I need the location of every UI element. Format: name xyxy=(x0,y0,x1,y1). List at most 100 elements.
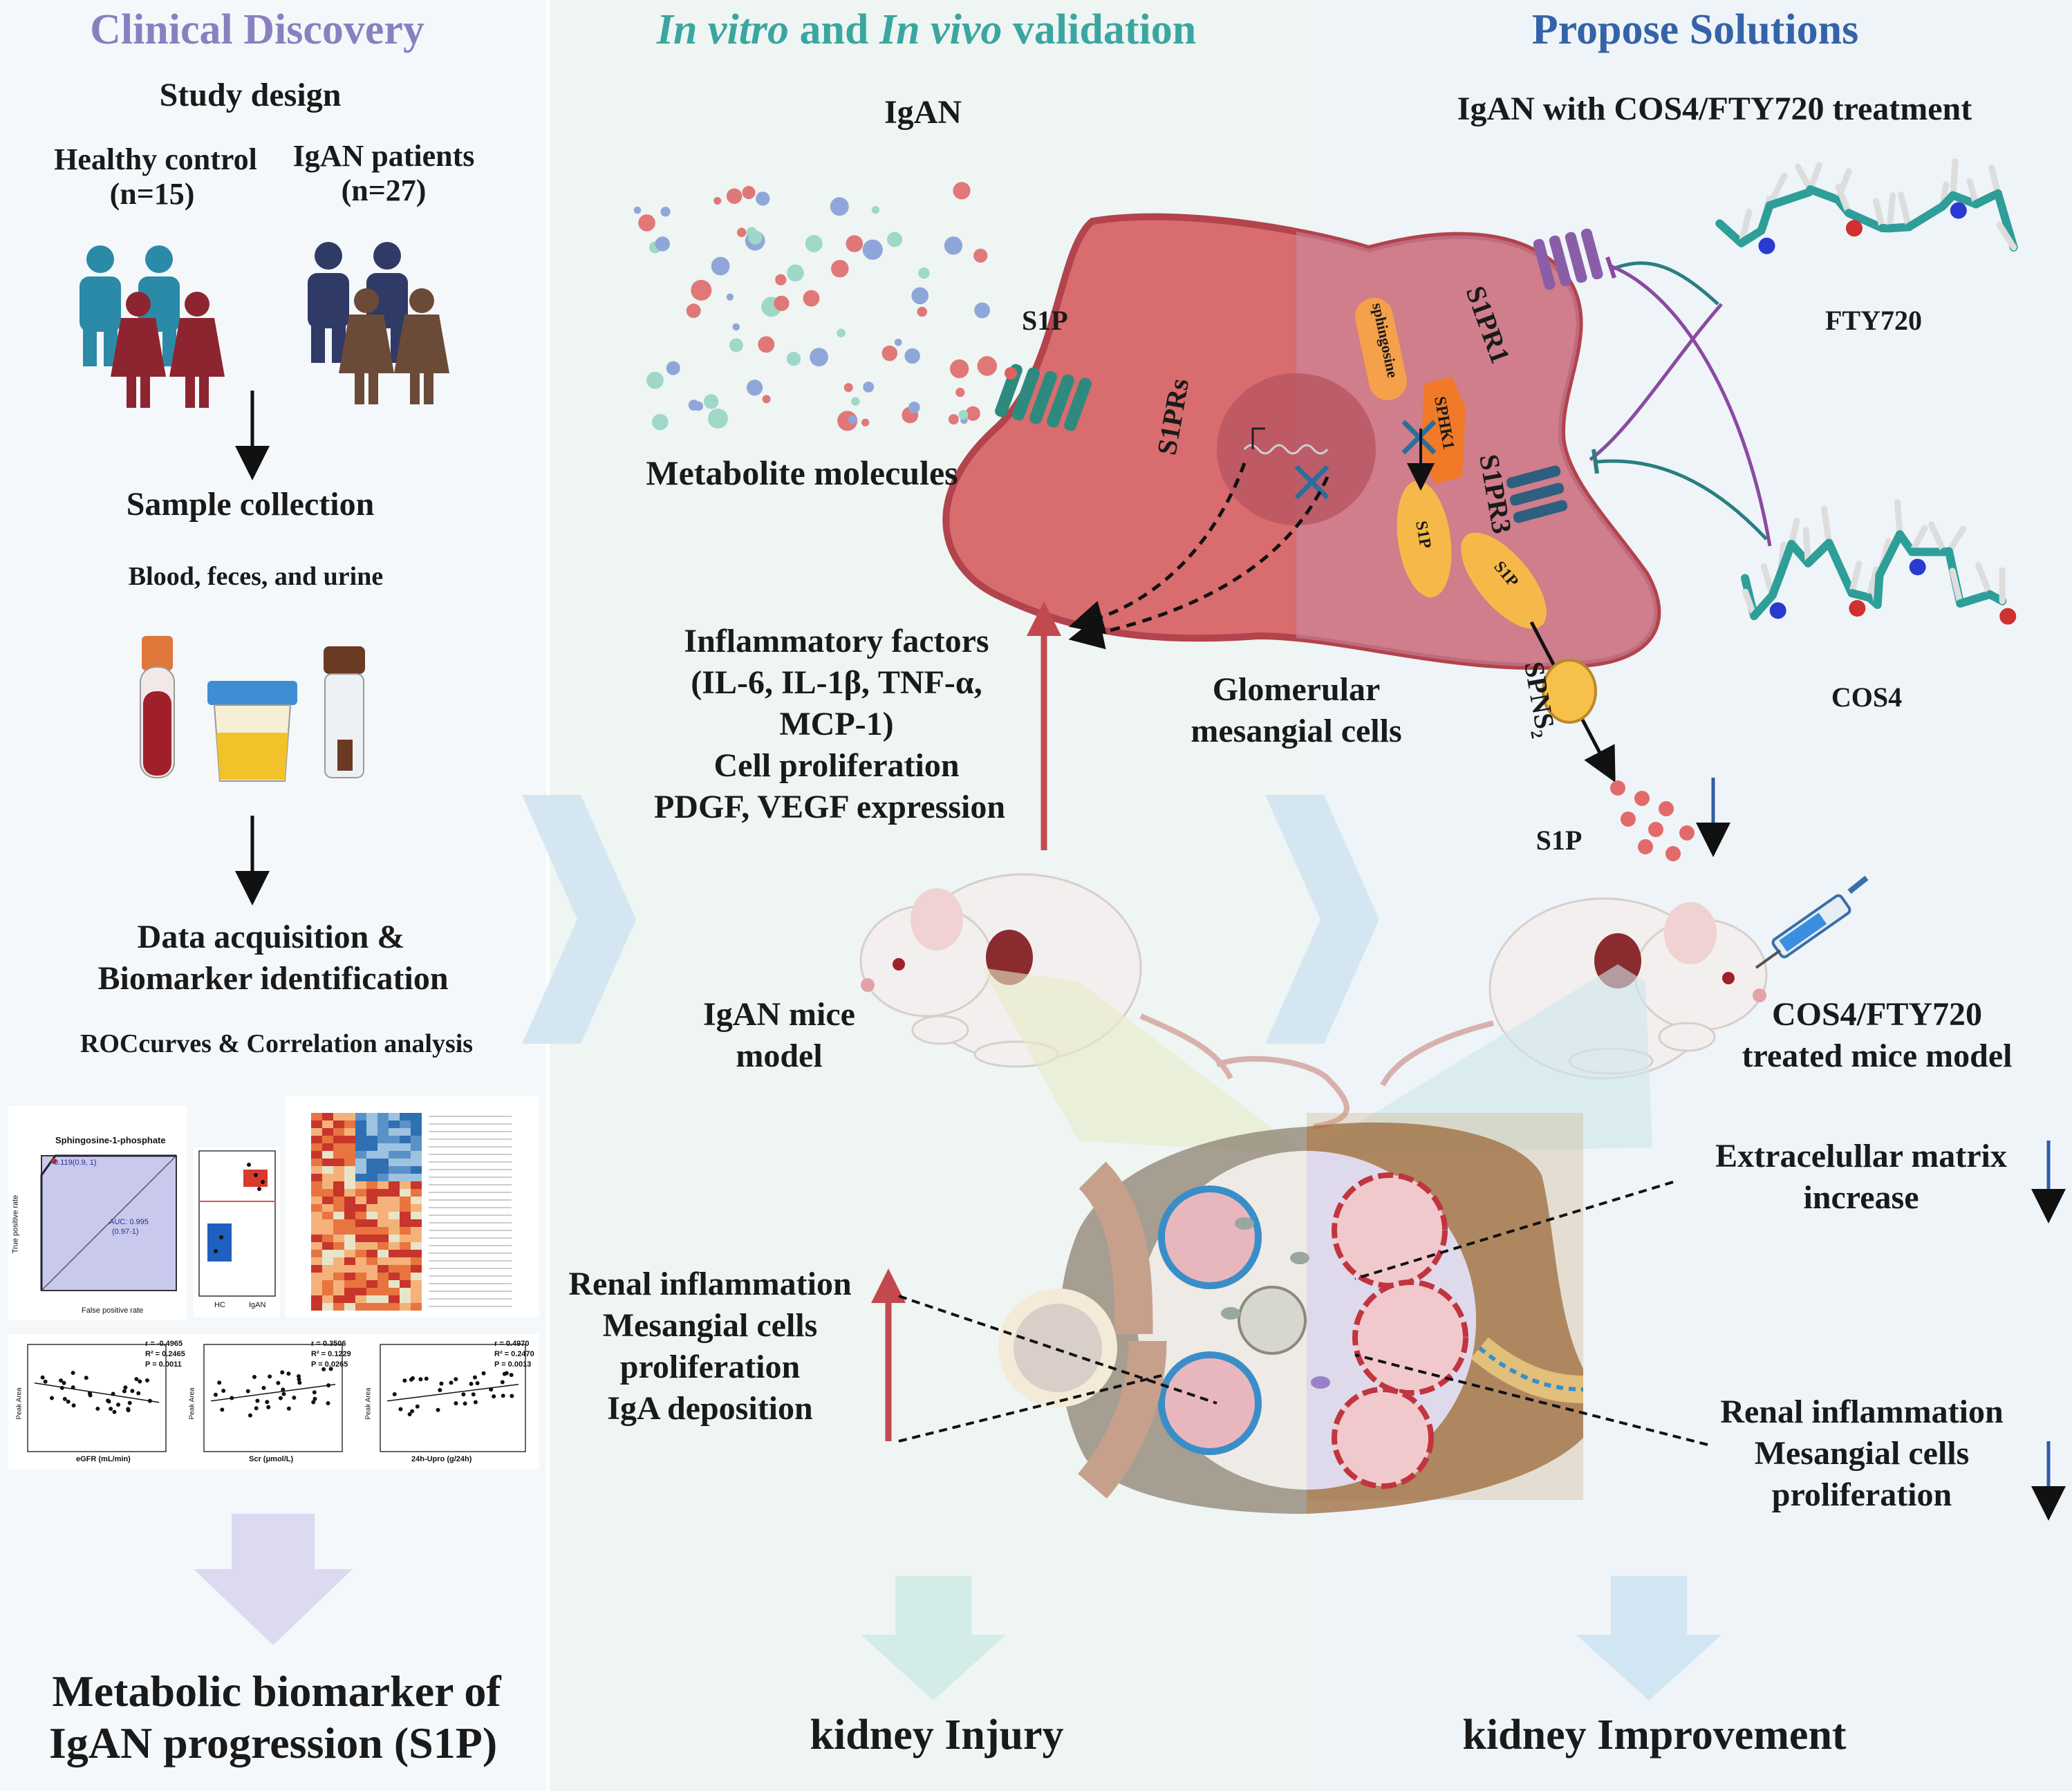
fty720-inhibit-s1pr1-line xyxy=(1610,261,1719,306)
inflammatory-line4: Cell proliferation xyxy=(713,747,960,784)
heatmap-cell xyxy=(344,1265,355,1273)
scatter-point xyxy=(454,1401,458,1406)
scatter-point xyxy=(489,1387,494,1392)
molecule-bond xyxy=(1765,188,1813,210)
heatmap-cell xyxy=(411,1280,422,1288)
heatmap-cell xyxy=(400,1303,411,1311)
heatmap-cell xyxy=(366,1303,377,1311)
corr2-p: P = 0.0265 xyxy=(311,1360,348,1369)
heatmap-cell xyxy=(389,1288,400,1295)
heatmap-cell xyxy=(355,1189,366,1197)
correlation-plot-frame xyxy=(27,1344,167,1452)
ecm-line1: Extracelullar matrix xyxy=(1715,1138,2007,1174)
heatmap-cell xyxy=(355,1242,366,1250)
renal-right-line3: proliferation xyxy=(1771,1476,1952,1513)
heatmap-cell xyxy=(389,1257,400,1265)
pointer-line-renal-1 xyxy=(898,1295,1217,1405)
heatmap-cell xyxy=(411,1166,422,1174)
s1p-label: S1P xyxy=(1022,305,1068,336)
metabolite-dot xyxy=(762,395,771,404)
heatmap-cell xyxy=(322,1288,333,1295)
treated-line2: treated mice model xyxy=(1742,1038,2013,1074)
heatmap-cell xyxy=(355,1250,366,1257)
heatmap-cell xyxy=(377,1197,389,1204)
heatmap-cell xyxy=(389,1113,400,1120)
metabolite-dot xyxy=(711,256,730,276)
heatmap-cell xyxy=(377,1303,389,1311)
heatmap-cell xyxy=(322,1151,333,1159)
heatmap-cell xyxy=(344,1303,355,1311)
metabolite-dot xyxy=(774,295,790,311)
spns2-transporter-icon xyxy=(1542,659,1597,724)
heatmap-cell xyxy=(311,1227,322,1235)
corr2-ylabel: Peak Area xyxy=(188,1387,196,1420)
heatmap-cell xyxy=(322,1128,333,1136)
corr3-xlabel: 24h-Upro (g/24h) xyxy=(411,1455,472,1463)
heatmap-cell xyxy=(377,1288,389,1295)
feces-tube-icon xyxy=(324,646,365,778)
scatter-point xyxy=(312,1396,317,1401)
molecule-hydrogen xyxy=(1835,184,1852,216)
metabolite-dot xyxy=(748,230,763,245)
heatmap-cell xyxy=(366,1242,377,1250)
heatmap-cell xyxy=(377,1204,389,1212)
metabolite-dot xyxy=(810,348,828,367)
heatmap-cell xyxy=(311,1159,322,1166)
heatmap-cell xyxy=(333,1128,344,1136)
heatmap-cell xyxy=(411,1273,422,1280)
heatmap-cell xyxy=(311,1120,322,1128)
renal-mid-line2: Mesangial cells xyxy=(602,1307,818,1344)
heatmap-cell xyxy=(311,1166,322,1174)
scatter-point xyxy=(418,1377,423,1382)
scatter-point xyxy=(473,1400,478,1405)
scatter-point xyxy=(312,1390,317,1395)
heatmap-cell xyxy=(389,1242,400,1250)
scatter-point xyxy=(398,1407,403,1412)
heatmap-cell xyxy=(355,1120,366,1128)
scatter-point xyxy=(326,1383,331,1388)
scatter-point xyxy=(411,1376,416,1380)
metabolite-dot xyxy=(666,361,680,375)
scatter-point xyxy=(261,1385,266,1390)
heatmap-cell xyxy=(411,1227,422,1235)
down-arrow-middle-icon xyxy=(861,1576,1006,1700)
inflammatory-line1: Inflammatory factors xyxy=(684,623,989,659)
scatter-point xyxy=(438,1388,442,1393)
metabolite-dot xyxy=(830,197,849,216)
scatter-point xyxy=(106,1399,111,1404)
heatmap-cell xyxy=(333,1303,344,1311)
metabolite-dot xyxy=(633,206,642,214)
heatmap-cell xyxy=(400,1212,411,1219)
heatmap-cell xyxy=(322,1159,333,1166)
heatmap-cell xyxy=(400,1273,411,1280)
heatmap-cell xyxy=(355,1204,366,1212)
metabolite-dot xyxy=(965,406,980,421)
heatmap-cell xyxy=(411,1295,422,1303)
heatmap-cell xyxy=(400,1113,411,1120)
metabolite-dot xyxy=(652,413,669,431)
heatmap-cell xyxy=(344,1280,355,1288)
corr3-r2: R² = 0.2470 xyxy=(494,1350,534,1358)
heatmap-cell xyxy=(344,1174,355,1181)
s1p-capsule-2 xyxy=(1461,532,1547,629)
scatter-point xyxy=(112,1409,117,1414)
roc-auc-label: AUC: 0.995 xyxy=(109,1218,149,1226)
heatmap-cell xyxy=(333,1242,344,1250)
scatter-point xyxy=(66,1399,71,1404)
heatmap-cell xyxy=(400,1235,411,1242)
scatter-point xyxy=(230,1396,234,1400)
molecule-bond xyxy=(1844,209,1887,233)
heatmap-cell xyxy=(366,1113,377,1120)
cos4-inhibit-s1pr1-line xyxy=(1610,264,1772,547)
scatter-point xyxy=(472,1375,477,1380)
heatmap-cell xyxy=(322,1295,333,1303)
scatter-point xyxy=(500,1380,505,1385)
metabolite-dot xyxy=(851,397,860,406)
heatmap-cell xyxy=(377,1219,389,1227)
heatmap-cell xyxy=(311,1288,322,1295)
heatmap-cell xyxy=(322,1250,333,1257)
heatmap-cell xyxy=(377,1120,389,1128)
increase-arrow-cell xyxy=(1027,601,1061,850)
heatmap-cell xyxy=(311,1174,322,1181)
